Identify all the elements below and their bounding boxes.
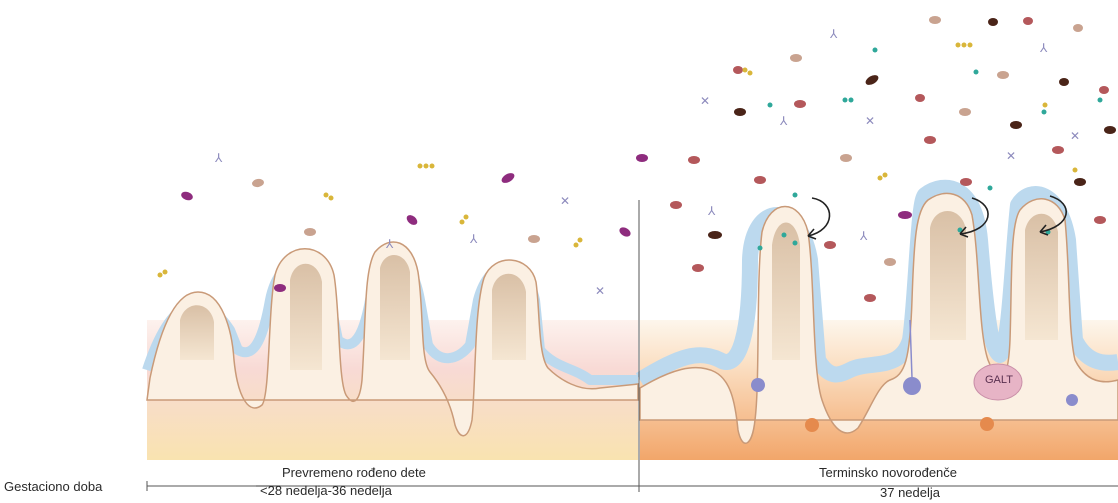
svg-text:✕: ✕ <box>1006 149 1016 163</box>
svg-text:⅄: ⅄ <box>469 232 478 246</box>
preterm-stage-title: Prevremeno rođeno dete <box>282 465 426 480</box>
galt-label: GALT <box>985 374 1013 386</box>
svg-text:⅄: ⅄ <box>385 237 394 251</box>
svg-text:⅄: ⅄ <box>859 229 868 243</box>
svg-text:✕: ✕ <box>865 114 875 128</box>
svg-text:⅄: ⅄ <box>1039 41 1048 55</box>
term-stage-title: Terminsko novorođenče <box>819 465 957 480</box>
svg-text:✕: ✕ <box>560 194 570 208</box>
svg-text:✕: ✕ <box>700 94 710 108</box>
svg-text:⅄: ⅄ <box>707 204 716 218</box>
svg-text:⅄: ⅄ <box>214 151 223 165</box>
term-weeks-value: 37 nedelja <box>880 485 940 500</box>
svg-text:✕: ✕ <box>595 284 605 298</box>
svg-text:✕: ✕ <box>1070 129 1080 143</box>
gestational-age-label: Gestaciono doba <box>4 479 102 494</box>
svg-text:⅄: ⅄ <box>779 114 788 128</box>
svg-text:⅄: ⅄ <box>829 27 838 41</box>
preterm-weeks-range: <28 nedelja-36 nedelja <box>260 483 392 498</box>
